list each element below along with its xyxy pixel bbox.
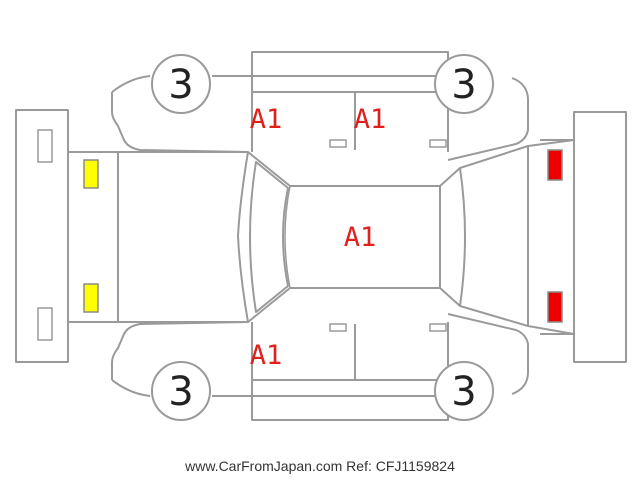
mark-upper-rear-door: A1 [354,104,387,135]
front-lamp-upper [83,159,99,189]
rear-lamp-upper [547,149,563,181]
rear-bumper [573,111,627,363]
front-lamp-lower [83,283,99,313]
wheel-front-left: 3 [151,54,211,114]
wheel-grade-label: 3 [451,62,476,108]
mark-upper-front-door: A1 [250,104,283,135]
wheel-grade-label: 3 [168,62,193,108]
body-top-view [68,139,575,335]
wheel-front-right: 3 [151,361,211,421]
wheel-rear-left: 3 [434,54,494,114]
wheel-rear-right: 3 [434,361,494,421]
rear-lamp-lower [547,291,563,323]
mark-roof: A1 [344,222,377,253]
mark-lower-front-door: A1 [250,340,283,371]
front-bumper [15,109,69,363]
wheel-grade-label: 3 [451,369,476,415]
wheel-grade-label: 3 [168,369,193,415]
reference-footer: www.CarFromJapan.com Ref: CFJ1159824 [185,458,455,474]
